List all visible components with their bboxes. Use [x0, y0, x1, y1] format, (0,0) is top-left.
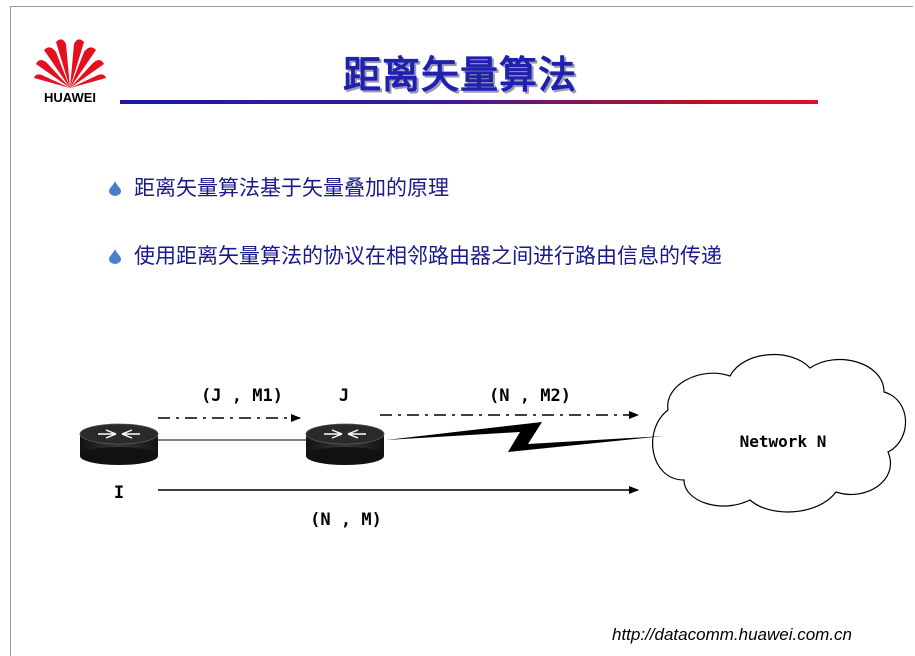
huawei-logo: HUAWEI [28, 34, 112, 105]
bullet-2: 使用距离矢量算法的协议在相邻路由器之间进行路由信息的传递 [108, 240, 722, 270]
drop-bullet-icon [109, 249, 121, 264]
page-title: 距离矢量算法 [342, 53, 577, 97]
label-n-m2: (N , M2) [489, 386, 571, 406]
drop-bullet-icon [109, 181, 121, 196]
logo-text: HUAWEI [44, 90, 96, 105]
router-j-icon [305, 423, 385, 465]
label-router-i: I [114, 483, 124, 503]
footer-url: http://datacomm.huawei.com.cn [612, 625, 853, 644]
network-label: Network N [740, 432, 827, 451]
huawei-petals-icon [34, 39, 106, 88]
router-i-icon [79, 423, 159, 465]
slide-frame [10, 6, 913, 656]
label-router-j: J [339, 386, 349, 406]
label-n-m: (N , M) [310, 510, 382, 530]
bullet-2-text: 使用距离矢量算法的协议在相邻路由器之间进行路由信息的传递 [134, 244, 722, 268]
bullet-1-text: 距离矢量算法基于矢量叠加的原理 [134, 176, 449, 200]
serial-link-j-n [386, 422, 664, 452]
network-cloud [652, 353, 907, 513]
bullet-1: 距离矢量算法基于矢量叠加的原理 [108, 172, 449, 202]
label-j-m1: (J , M1) [201, 386, 283, 406]
title-underline [120, 100, 818, 104]
